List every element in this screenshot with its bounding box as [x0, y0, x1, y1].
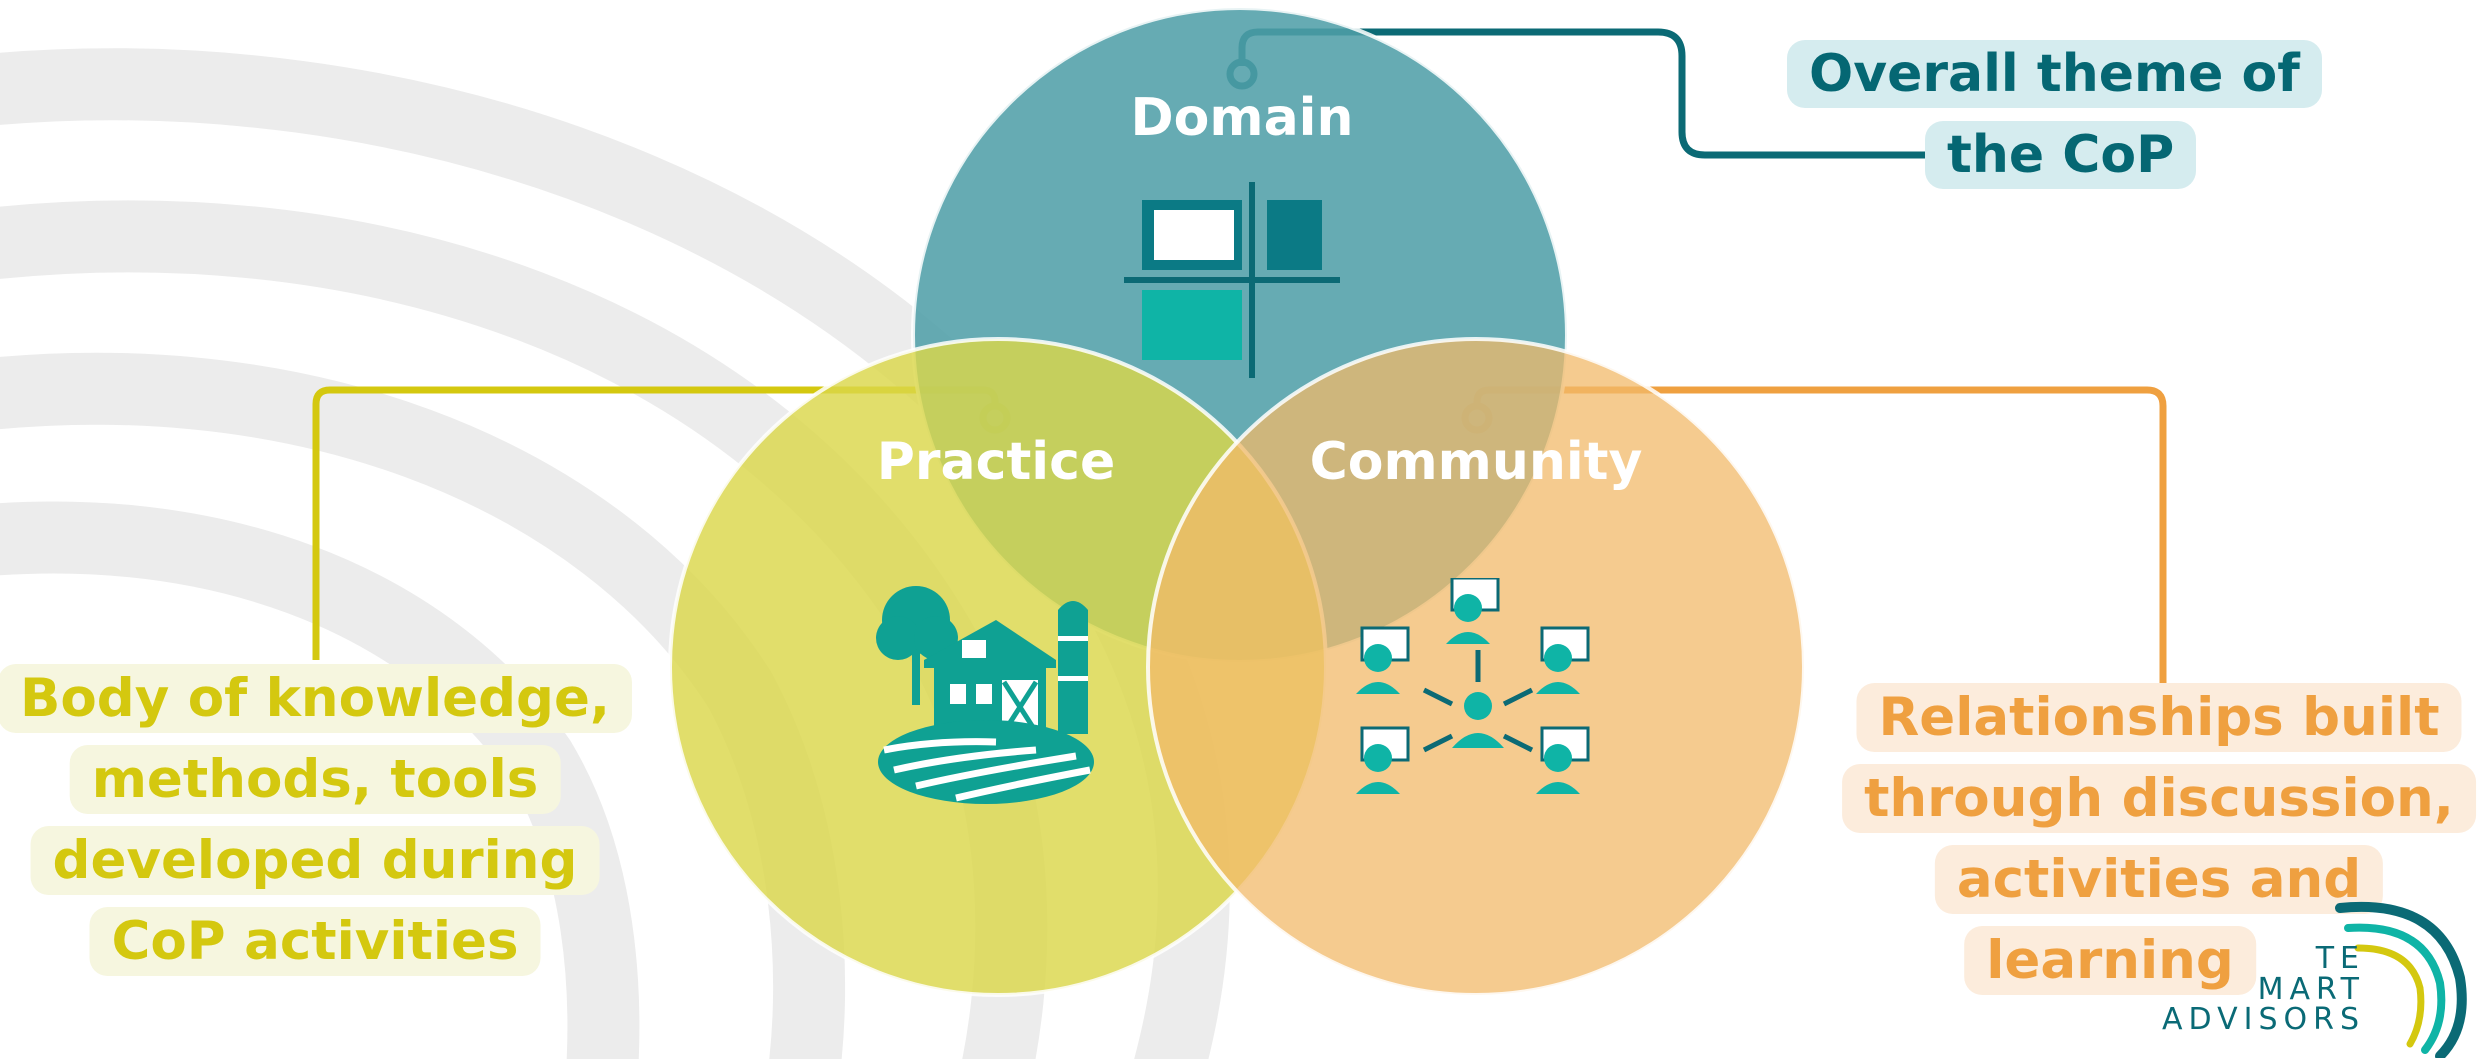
domain-callout-line-1: Overall theme of: [1787, 40, 2322, 108]
community-callout-line-2: through discussion,: [1842, 764, 2476, 833]
domain-callout-line-2: the CoP: [1925, 121, 2197, 189]
layout-grid-icon: [1124, 182, 1340, 378]
network-people-icon: [1356, 578, 1590, 794]
domain-label: Domain: [1130, 88, 1354, 148]
brand-line-2: MART: [2257, 971, 2365, 1007]
practice-callout-line-2: methods, tools: [69, 745, 561, 814]
practice-callout-line-4: CoP activities: [89, 907, 541, 976]
brand-line-1: TE: [2315, 941, 2365, 976]
swirl-logo-icon: [2335, 901, 2467, 1058]
community-callout-line-4: learning: [1964, 926, 2256, 995]
practice-label: Practice: [876, 432, 1116, 492]
community-callout-line-1: Relationships built: [1856, 683, 2462, 752]
practice-callout-line-1: Body of knowledge,: [0, 664, 633, 733]
community-callout-line-3: activities and: [1934, 845, 2384, 914]
brand-line-3: ADVISORS: [2161, 1002, 2365, 1038]
community-label: Community: [1309, 432, 1643, 492]
brand-wordmark: TE MART ADVISORS: [2161, 941, 2365, 1038]
practice-callout-line-3: developed during: [30, 826, 600, 895]
farm-barn-icon: [876, 586, 1094, 804]
